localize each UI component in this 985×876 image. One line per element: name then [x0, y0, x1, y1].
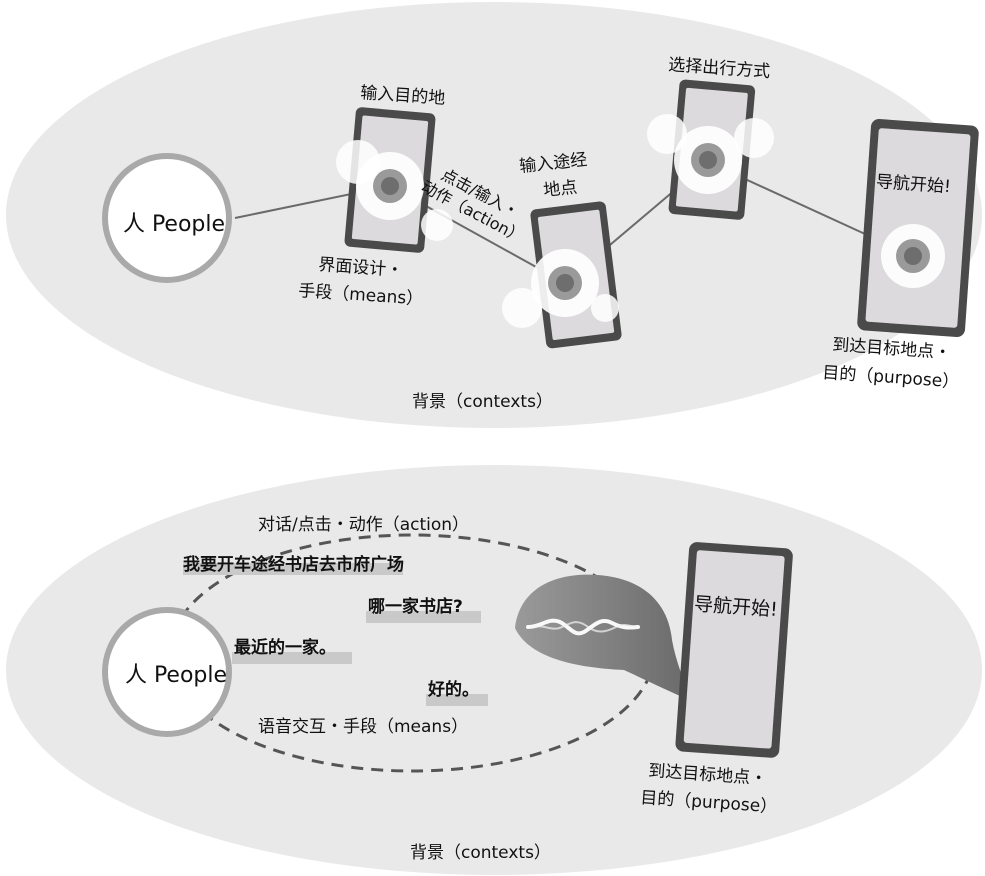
touch-point-1: [336, 140, 453, 241]
touch-point-3: [647, 114, 774, 194]
touch-point-4: [881, 224, 945, 288]
context-label-top: 背景（contexts）: [412, 392, 553, 412]
people-node-top: 人 People: [102, 153, 232, 283]
phone-bottom: [675, 542, 793, 758]
dialog-highlight: [426, 694, 488, 706]
means-label-bottom: 语音交互・手段（means）: [258, 717, 468, 737]
dialog-line-2: 哪一家书店?: [368, 596, 463, 617]
dialog-highlight: [183, 563, 403, 575]
voice-bubble: [515, 574, 690, 700]
dialog-highlight: [232, 652, 352, 664]
dialog-line-1: 我要开车途经书店去市府广场: [183, 554, 404, 575]
step2-label-2: 地点: [542, 178, 578, 201]
purpose-label-2: 目的（purpose）: [822, 363, 960, 393]
bottom-panel: 导航开始! 人 People 对话/点击・动作（action） 我要开车途经书店…: [6, 465, 982, 875]
dialog-line-3: 最近的一家。: [234, 637, 336, 658]
dialog-line-4: 好的。: [427, 679, 479, 700]
people-label: 人 People: [123, 212, 225, 237]
dialog-highlight: [366, 611, 481, 623]
context-label-bottom: 背景（contexts）: [410, 843, 551, 863]
people-label: 人 People: [125, 663, 227, 688]
action-label-bottom: 对话/点击・动作（action）: [258, 515, 469, 535]
top-panel: 人 People: [6, 2, 982, 428]
touch-point-2: [502, 249, 619, 328]
people-node-bottom: 人 People: [102, 607, 232, 737]
